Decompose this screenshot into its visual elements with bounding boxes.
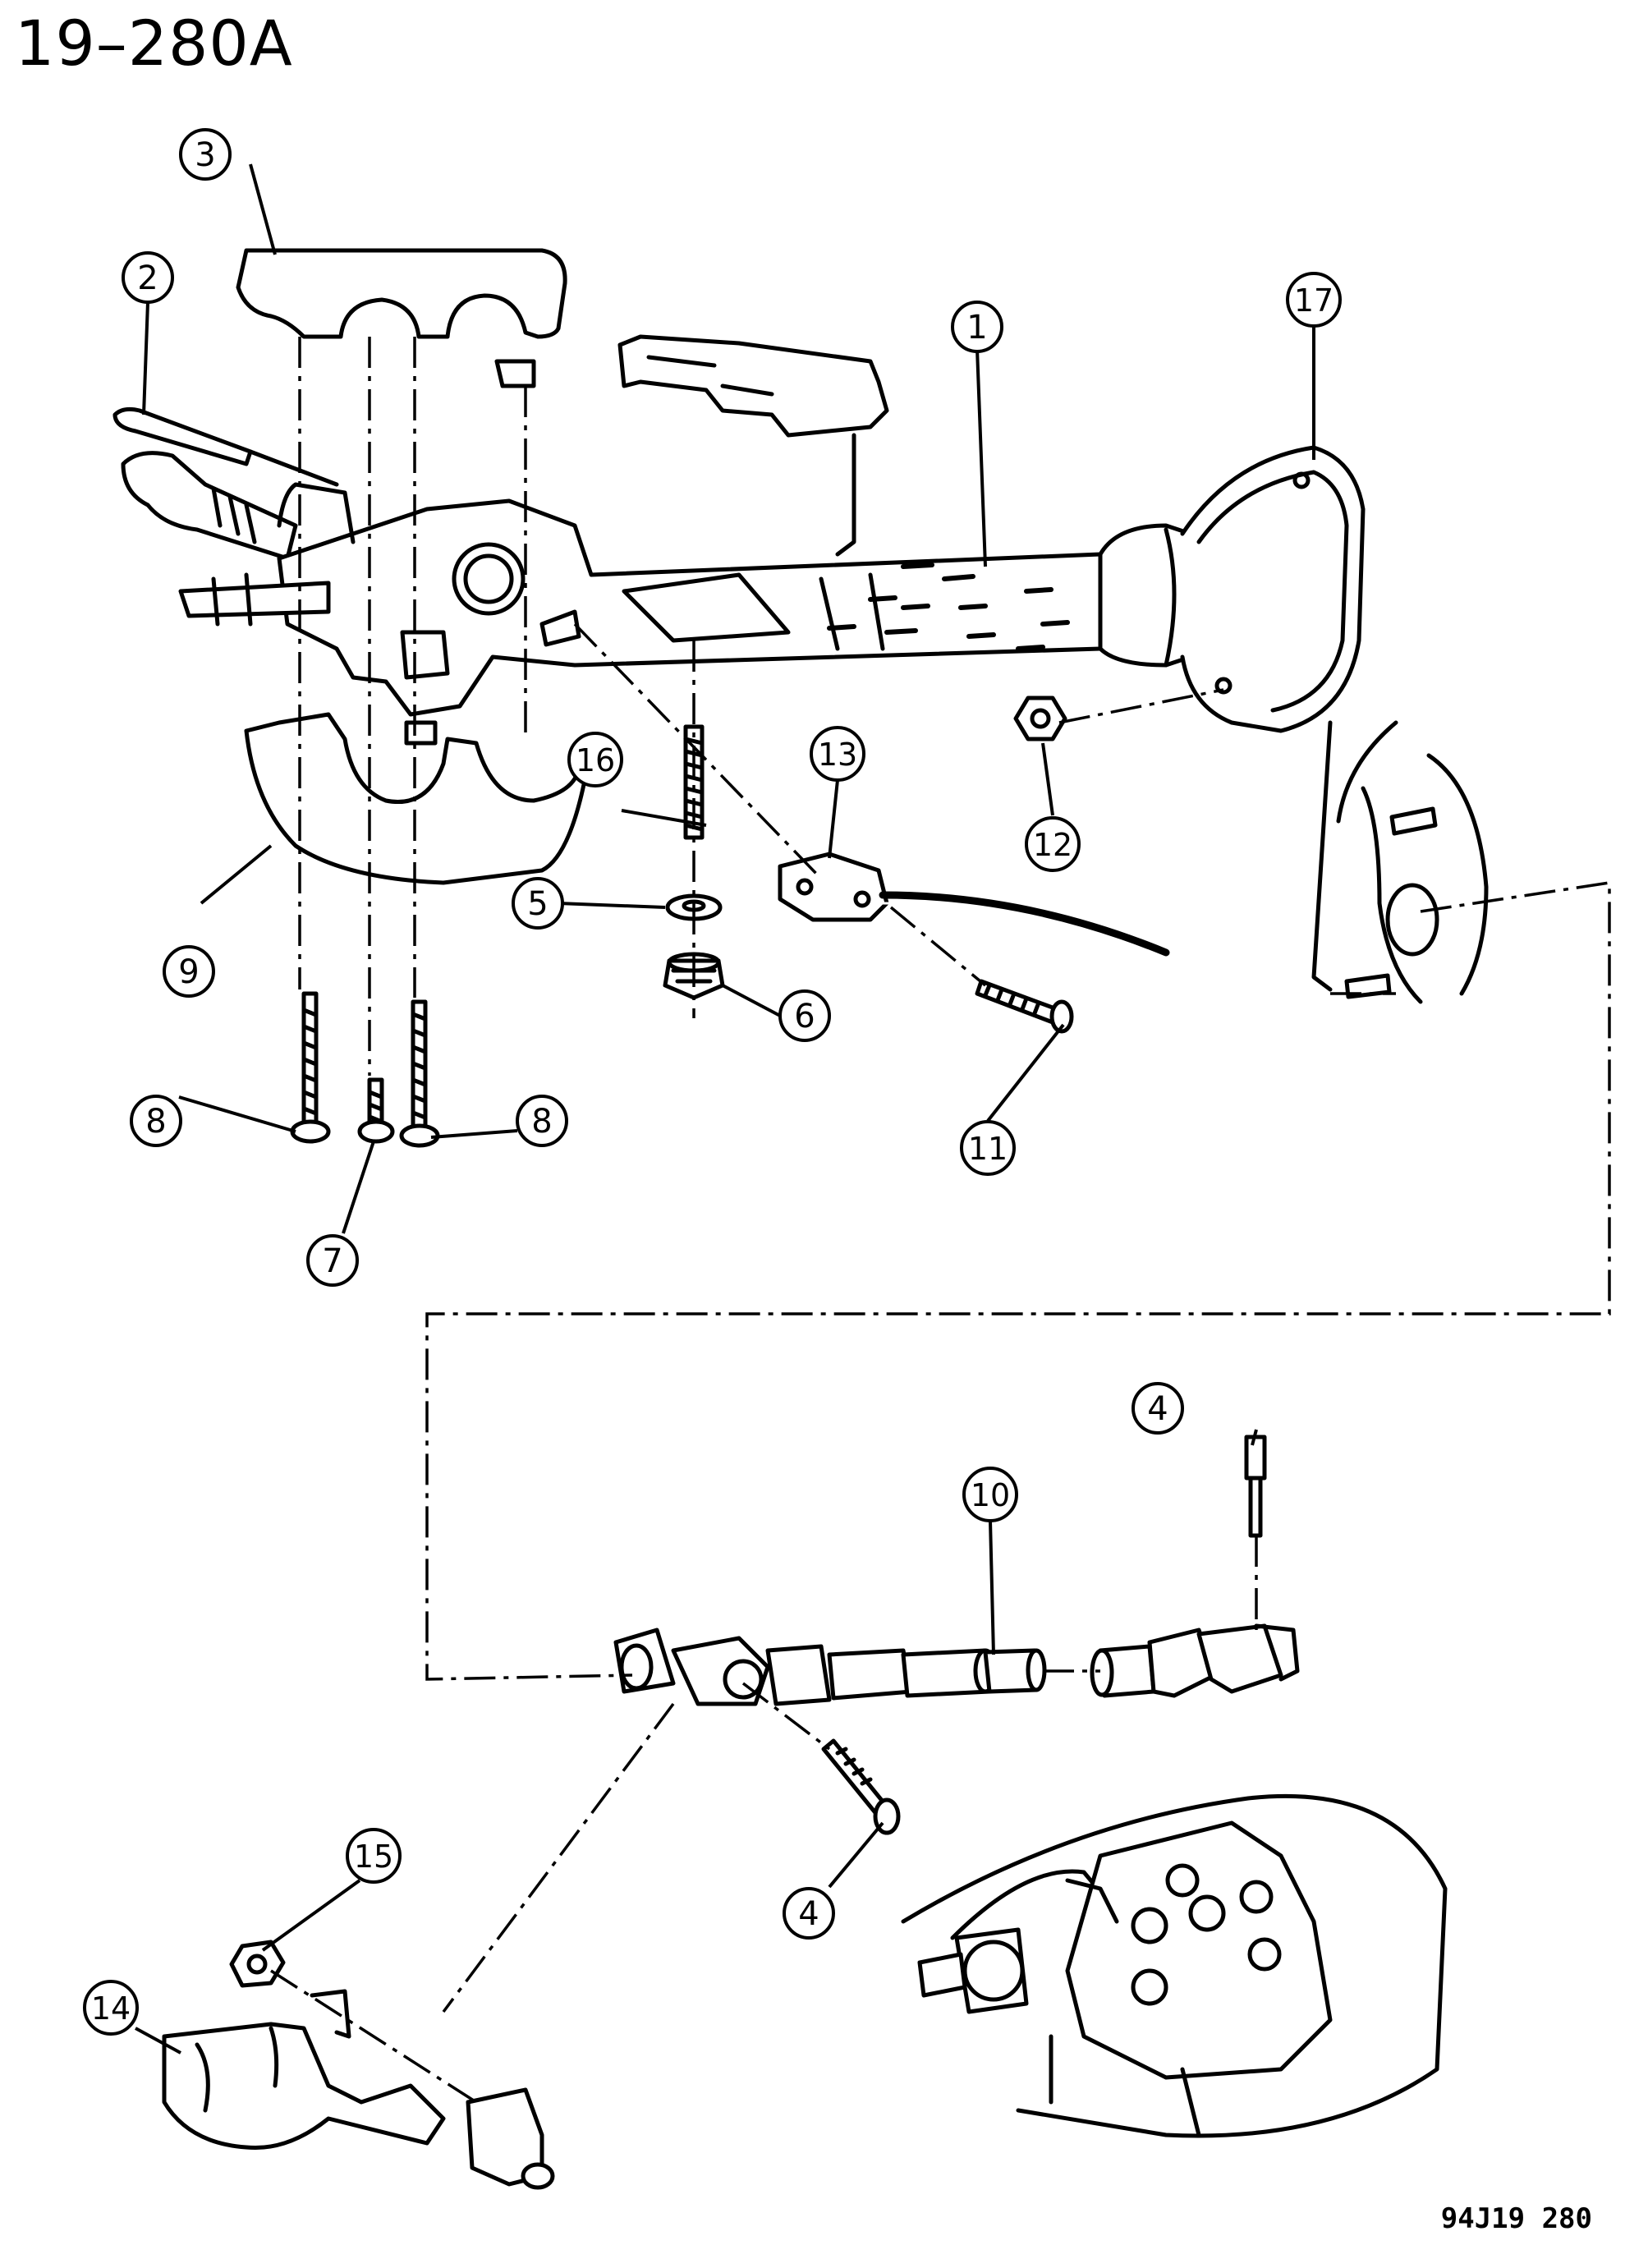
svg-text:17: 17 — [1294, 282, 1334, 319]
callout-7: 7 — [306, 1234, 359, 1287]
callout-5: 5 — [512, 877, 564, 930]
callout-10: 10 — [962, 1467, 1018, 1522]
callout-16: 16 — [567, 732, 623, 787]
svg-text:15: 15 — [354, 1839, 393, 1875]
svg-text:16: 16 — [576, 742, 615, 778]
shroud-screw-short — [357, 1077, 395, 1144]
callout-8-left: 8 — [130, 1095, 182, 1147]
svg-text:11: 11 — [968, 1131, 1008, 1167]
callout-6: 6 — [778, 989, 831, 1042]
intermediate-shaft — [613, 1623, 1300, 1706]
boot-nut — [229, 1940, 286, 1988]
callout-9: 9 — [163, 945, 215, 998]
svg-text:13: 13 — [818, 737, 857, 773]
steering-column — [178, 482, 1201, 717]
callout-3: 3 — [179, 128, 232, 181]
callout-labels: 1 2 3 4 4 5 6 7 8 8 9 10 11 12 13 14 15 … — [83, 128, 1342, 2036]
callout-1: 1 — [951, 301, 1003, 353]
leader-lines — [135, 163, 1315, 2055]
callout-17: 17 — [1286, 272, 1342, 328]
upper-shroud — [236, 248, 567, 388]
svg-text:8: 8 — [531, 1103, 552, 1141]
shaft-bolt-lower — [821, 1738, 901, 1835]
callout-12: 12 — [1025, 816, 1081, 872]
column-support-bracket — [617, 334, 889, 557]
svg-text:4: 4 — [798, 1895, 819, 1933]
svg-text:4: 4 — [1147, 1390, 1168, 1428]
dash-boot — [1180, 445, 1366, 733]
shroud-screw-left — [290, 991, 331, 1144]
callout-2: 2 — [122, 251, 174, 304]
column-nut — [1013, 696, 1067, 741]
callout-4-upper: 4 — [1132, 1382, 1184, 1435]
callout-8-right: 8 — [516, 1095, 568, 1147]
steering-gear — [901, 1793, 1448, 2138]
figure-code: 94J19 280 — [1440, 2202, 1592, 2235]
callout-11: 11 — [960, 1120, 1016, 1176]
wiper-lever — [121, 451, 298, 561]
svg-text:5: 5 — [527, 885, 548, 923]
svg-text:8: 8 — [145, 1103, 166, 1141]
svg-text:12: 12 — [1033, 827, 1072, 863]
dash-panel-opening — [1311, 720, 1489, 1004]
svg-text:7: 7 — [322, 1242, 342, 1280]
svg-text:6: 6 — [794, 998, 815, 1035]
svg-text:14: 14 — [91, 1990, 131, 2027]
svg-text:2: 2 — [137, 259, 158, 297]
alignment-lines — [270, 337, 1611, 2104]
turn-signal-lever — [112, 406, 339, 487]
page-title: 19–280A — [15, 7, 293, 80]
shroud-screw-right — [399, 999, 440, 1148]
callout-15: 15 — [346, 1828, 402, 1884]
lower-shroud — [244, 712, 594, 885]
switch-screw — [975, 979, 1074, 1034]
svg-text:9: 9 — [178, 953, 199, 991]
svg-text:3: 3 — [195, 136, 215, 174]
callout-4-lower: 4 — [783, 1887, 835, 1940]
callout-14: 14 — [83, 1980, 139, 2036]
callout-13: 13 — [810, 726, 865, 782]
shaft-bolt-upper — [1244, 1435, 1267, 1538]
svg-text:1: 1 — [966, 309, 987, 347]
svg-text:10: 10 — [971, 1477, 1010, 1513]
interlock-switch — [778, 852, 1170, 964]
shaft-boot — [162, 1989, 555, 2190]
